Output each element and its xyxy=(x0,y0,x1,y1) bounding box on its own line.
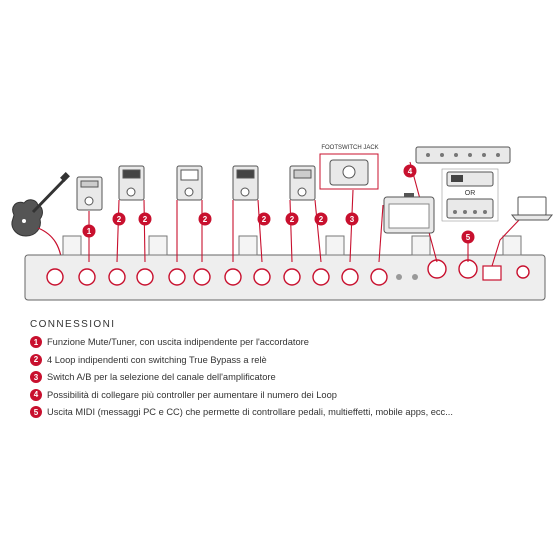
legend-title: CONNESSIONI xyxy=(30,319,116,330)
pedal-row xyxy=(76,165,316,211)
multieffects-frame xyxy=(441,168,499,222)
pedal-icon xyxy=(176,165,203,201)
pedal-icon xyxy=(289,165,316,201)
jack-icon xyxy=(168,268,186,286)
jack-icon xyxy=(108,268,126,286)
legend-item: 2 4 Loop indipendenti con switching True … xyxy=(30,353,267,366)
footswitch-icon xyxy=(62,235,82,256)
footswitch-jack-label: FOOTSWITCH JACK xyxy=(321,145,378,151)
footswitch-icon xyxy=(238,235,258,256)
jack-icon xyxy=(193,268,211,286)
badge-number: 3 xyxy=(350,215,355,224)
jack-icon xyxy=(427,259,447,279)
badge-2 xyxy=(198,212,212,226)
badge-3 xyxy=(345,212,359,226)
legend-badge: 4 xyxy=(30,388,42,401)
footswitch-jack-frame xyxy=(319,153,379,190)
badge-number: 2 xyxy=(143,215,148,224)
legend-item: 3 Switch A/B per la selezione del canale … xyxy=(30,371,276,383)
badge-1 xyxy=(82,224,96,238)
jack-icon xyxy=(312,268,330,286)
legend-text: Possibilità di collegare più controller … xyxy=(47,389,337,400)
amplifier-icon xyxy=(383,193,435,234)
guitar-icon xyxy=(11,172,70,237)
jack-icon xyxy=(224,268,242,286)
legend-text: Funzione Mute/Tuner, con uscita indipend… xyxy=(47,337,309,347)
badge-2 xyxy=(112,212,126,226)
legend-item: 5 Uscita MIDI (messaggi PC e CC) che perm… xyxy=(30,406,453,418)
usb-port xyxy=(482,265,502,281)
badge-number: 1 xyxy=(87,227,92,236)
jack-icon xyxy=(283,268,301,286)
multieffects-icon xyxy=(446,171,494,187)
badge-2 xyxy=(285,212,299,226)
legend-text: Uscita MIDI (messaggi PC e CC) che perme… xyxy=(47,407,453,417)
badge-number: 2 xyxy=(117,215,122,224)
badge-4 xyxy=(403,164,417,178)
jack-icon xyxy=(370,268,388,286)
badge-number: 4 xyxy=(408,167,413,176)
badge-number: 2 xyxy=(319,215,324,224)
legend-badge: 1 xyxy=(30,336,42,348)
pedal-icon xyxy=(76,176,103,211)
legend-badge: 2 xyxy=(30,353,42,366)
jack-icon xyxy=(458,259,478,279)
legend-badge: 5 xyxy=(30,406,42,418)
footswitch-icon xyxy=(325,235,345,256)
footswitch-icon xyxy=(502,235,522,256)
laptop-icon xyxy=(510,196,554,221)
jack-icon xyxy=(516,265,530,279)
jack-row xyxy=(46,259,530,286)
jack-icon xyxy=(341,268,359,286)
jack-icon xyxy=(78,268,96,286)
pedal-icon xyxy=(232,165,259,201)
footswitch-icon xyxy=(411,235,431,256)
badge-2 xyxy=(257,212,271,226)
badge-number: 5 xyxy=(466,233,471,242)
legend-item: 1 Funzione Mute/Tuner, con uscita indipen… xyxy=(30,336,309,348)
jack-icon xyxy=(253,268,271,286)
legend-text: 4 Loop indipendenti con switching True B… xyxy=(47,354,267,365)
badge-5 xyxy=(461,230,475,244)
badge-2 xyxy=(314,212,328,226)
jack-icon xyxy=(136,268,154,286)
footswitch-jack-knob xyxy=(342,165,356,179)
jack-icon xyxy=(46,268,64,286)
badge-2 xyxy=(138,212,152,226)
legend-text: Switch A/B per la selezione del canale d… xyxy=(47,372,276,382)
legend-item: 4 Possibilità di collegare più controller… xyxy=(30,388,337,401)
badge-number: 2 xyxy=(203,215,208,224)
pedal-icon xyxy=(118,165,145,201)
legend-badge: 3 xyxy=(30,371,42,383)
footswitch-row xyxy=(62,235,522,256)
badge-number: 2 xyxy=(262,215,267,224)
or-label: OR xyxy=(465,190,476,197)
badge-group: 1 2 2 2 2 2 2 3 4 5 xyxy=(82,164,475,244)
multieffects-icon xyxy=(446,198,494,219)
badge-number: 2 xyxy=(290,215,295,224)
midi-controller-icon xyxy=(415,146,511,164)
footswitch-icon xyxy=(148,235,168,256)
